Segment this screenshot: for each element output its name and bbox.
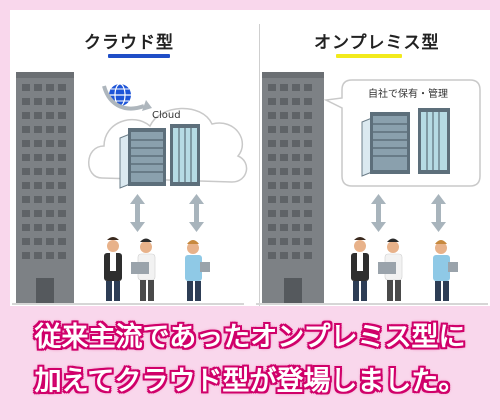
cloud-panel-title: クラウド型 [84, 33, 174, 53]
globe-arrow-icon [102, 85, 145, 111]
panel-divider [259, 24, 260, 306]
cloud-label: Cloud [152, 110, 181, 121]
onpremise-panel-title: オンプレミス型 [314, 33, 440, 53]
caption-line-1: 従来主流であったオンプレミス型に [34, 322, 466, 353]
office-building-right [262, 72, 324, 304]
caption-line-2: 加えてクラウド型が登場しました。 [34, 366, 466, 397]
illustration-svg [12, 72, 488, 305]
cloud-users-icon [104, 237, 210, 301]
cloud-servers-icon [119, 124, 200, 189]
onpremise-title-underline [336, 54, 402, 58]
cloud-double-arrows-icon [130, 194, 204, 232]
cloud-title-underline [108, 54, 170, 58]
onpremise-servers-icon [361, 108, 450, 177]
office-building-left [16, 72, 74, 304]
onpremise-users-icon [351, 237, 458, 301]
onpremise-double-arrows-icon [371, 194, 446, 232]
onpremise-bubble-label: 自社で保有・管理 [368, 89, 448, 100]
